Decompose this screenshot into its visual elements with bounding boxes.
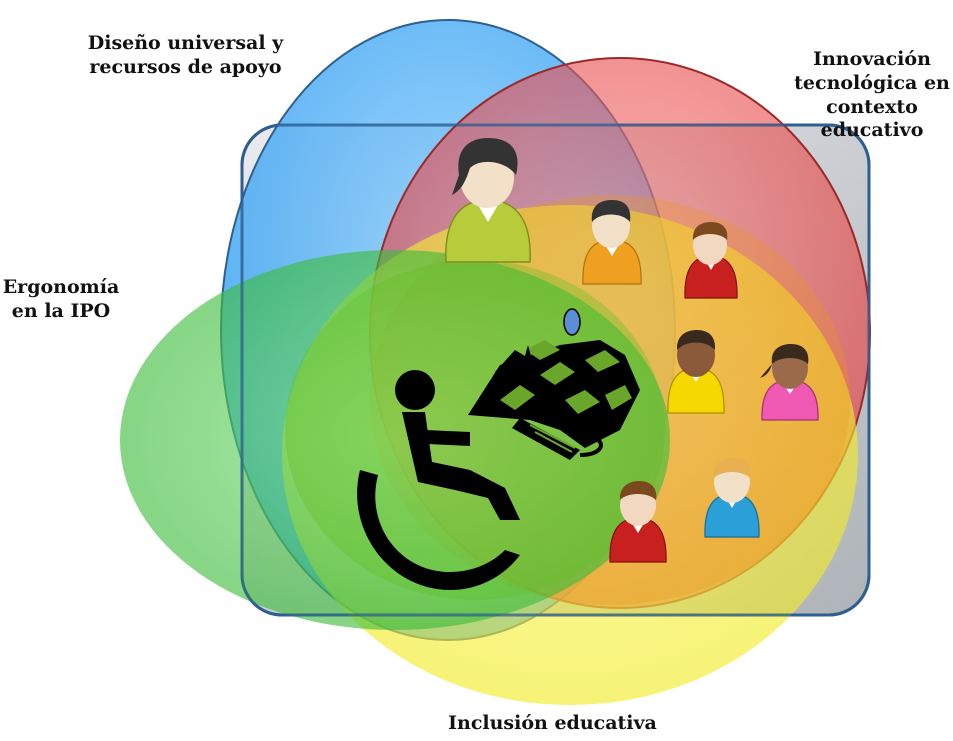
label-line: en la IPO bbox=[11, 299, 111, 322]
ellipse-ergonomics bbox=[120, 250, 670, 630]
wheelchair-user-icon bbox=[357, 370, 520, 590]
label-line: Ergonomía bbox=[2, 276, 120, 298]
person-dark-yellow-icon bbox=[667, 330, 725, 414]
label-line: recursos de apoyo bbox=[89, 55, 282, 78]
frame-outline bbox=[240, 123, 871, 617]
person-blonde-blue-icon bbox=[704, 458, 760, 538]
label-line: Diseño universal y bbox=[87, 32, 284, 54]
computer-workstation-icon bbox=[468, 308, 640, 460]
person-man-red-icon bbox=[684, 222, 738, 299]
label-tech-innovation: Innovación tecnológica en contexto educa… bbox=[792, 48, 952, 143]
label-line: contexto bbox=[826, 95, 918, 118]
label-line: Innovación bbox=[813, 48, 931, 70]
person-woman-large-icon bbox=[445, 138, 531, 263]
label-line: tecnológica en bbox=[794, 71, 950, 94]
person-boy-orange-icon bbox=[582, 200, 642, 285]
label-line: educativo bbox=[820, 119, 924, 142]
label-universal-design: Diseño universal y recursos de apoyo bbox=[78, 32, 293, 80]
person-woman-pink-icon bbox=[760, 344, 819, 421]
label-inclusion: Inclusión educativa bbox=[440, 712, 665, 736]
label-line: Inclusión educativa bbox=[448, 712, 657, 734]
person-man-red-2-icon bbox=[609, 481, 667, 563]
label-ergonomics: Ergonomía en la IPO bbox=[2, 276, 120, 324]
